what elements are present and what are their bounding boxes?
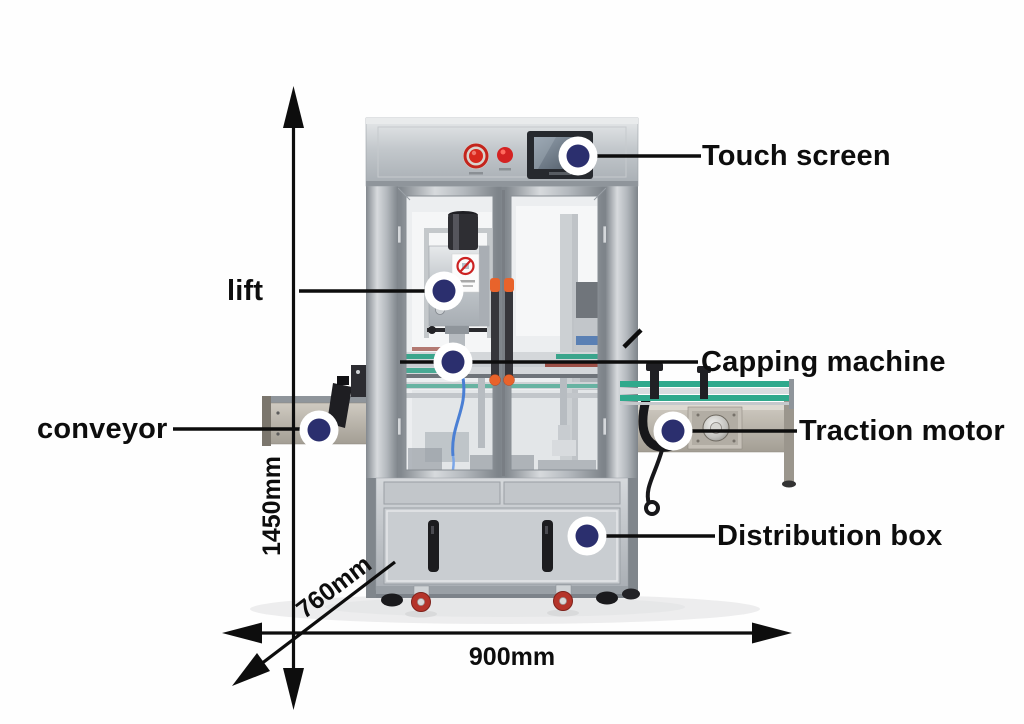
marker-dot-traction-motor [653, 411, 693, 451]
lift-label: lift [227, 275, 264, 307]
marker-dot-touch-screen [558, 136, 598, 176]
conveyor-right-assembly [633, 395, 796, 516]
marker-dot-conveyor [299, 410, 339, 450]
leveling-foot [381, 593, 403, 607]
machine-illustration [250, 117, 796, 624]
door-handle-left [489, 278, 501, 386]
leveling-foot [596, 591, 618, 605]
marker-dot-capping-machine [433, 342, 473, 382]
marker-dot-distribution-box [567, 516, 607, 556]
emergency-stop-button [463, 143, 489, 175]
arrowhead-depth [232, 653, 270, 686]
marker-dots [299, 136, 693, 556]
top-control-panel [365, 117, 639, 187]
lift-unit [424, 211, 492, 338]
casters-and-feet [381, 584, 640, 618]
blue-hose [451, 377, 466, 457]
door-handle-right [503, 278, 515, 386]
dimension-line-depth [243, 560, 396, 679]
arrowhead-down [283, 668, 304, 710]
traction-motor-unit [687, 406, 743, 450]
height-dimension-label: 1450mm [258, 455, 286, 557]
dimension-arrows [235, 100, 782, 698]
marker-dot-lift [424, 271, 464, 311]
panel-handle [428, 520, 439, 572]
leveling-foot [622, 588, 640, 600]
arrowhead-up [283, 86, 304, 128]
distribution-box-label: Distribution box [717, 520, 943, 552]
power-cable [645, 449, 664, 505]
frame-column-right [606, 186, 638, 478]
arrowhead-left [222, 622, 262, 644]
capping-machine-label: Capping machine [701, 346, 946, 378]
power-button [497, 147, 513, 171]
panel-handle [542, 520, 553, 572]
leader-tick-capping-machine [622, 328, 643, 349]
traction-motor-label: Traction motor [799, 415, 1005, 447]
caster-wheel [553, 584, 573, 611]
caster-wheel [411, 585, 431, 612]
width-dimension-label: 900mm [468, 643, 556, 671]
conveyor-label: conveyor [37, 413, 168, 445]
dimension-arrowheads [222, 86, 792, 710]
touch-screen-label: Touch screen [702, 140, 891, 172]
side-control-box [351, 365, 366, 397]
conveyor-guide-rails [620, 363, 794, 409]
arrowhead-right [752, 622, 792, 644]
frame-column-left [366, 186, 398, 478]
